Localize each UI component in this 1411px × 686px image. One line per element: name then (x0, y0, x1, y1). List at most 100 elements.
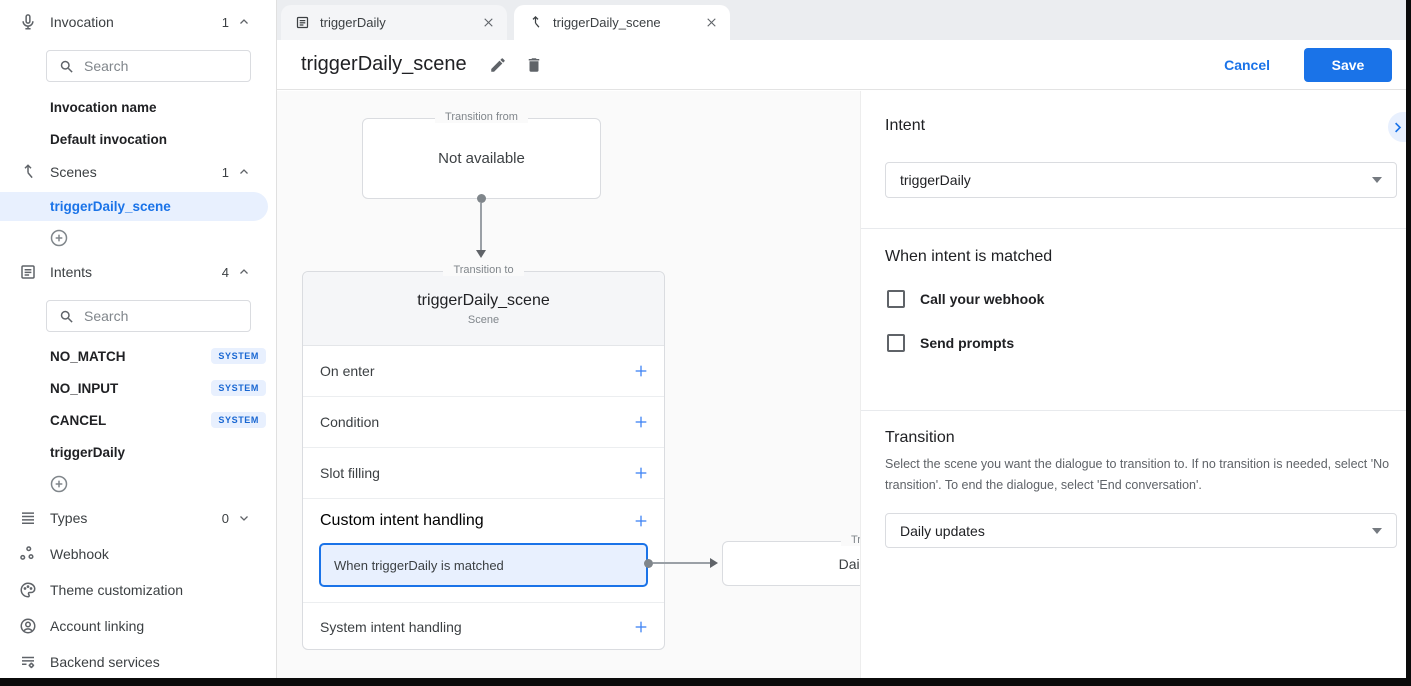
chevron-down-icon[interactable] (238, 512, 250, 524)
scene-row-on-enter[interactable]: On enter (303, 346, 664, 397)
sidebar-section-intents[interactable]: Intents 4 (0, 258, 276, 286)
item-label: CANCEL (50, 412, 107, 428)
checkbox-unchecked[interactable] (887, 290, 905, 308)
intent-handler-selected[interactable]: When triggerDaily is matched (319, 543, 648, 587)
add-scene-button[interactable] (49, 228, 69, 248)
section-count: 0 (221, 510, 229, 526)
item-label: Webhook (50, 546, 109, 562)
sidebar-item-webhook[interactable]: Webhook (0, 540, 276, 568)
transition-from-node[interactable]: Transition from Not available (362, 111, 601, 199)
item-label: triggerDaily (50, 444, 126, 460)
types-icon (19, 509, 37, 527)
add-intent-button[interactable] (49, 474, 69, 494)
sidebar-item-account-linking[interactable]: Account linking (0, 612, 276, 640)
scene-node-title: triggerDaily_scene (417, 291, 550, 309)
send-prompts-checkbox-row[interactable]: Send prompts (887, 328, 1014, 358)
sidebar-item-cancel-intent[interactable]: CANCEL SYSTEM (50, 408, 266, 432)
scene-node[interactable]: Transition to triggerDaily_scene Scene O… (302, 264, 665, 651)
tab-label: triggerDaily_scene (553, 15, 661, 30)
add-icon[interactable] (633, 619, 649, 635)
sidebar-item-no-match[interactable]: NO_MATCH SYSTEM (50, 344, 266, 368)
custom-intent-row[interactable]: Custom intent handling (303, 499, 664, 543)
scene-row-slot-filling[interactable]: Slot filling (303, 448, 664, 499)
editor-content: Transition from Not available Transition… (277, 91, 1406, 678)
node-legend: Transition from (363, 111, 600, 123)
invocation-search-input[interactable] (84, 58, 214, 74)
sidebar-item-default-invocation[interactable]: Default invocation (50, 127, 266, 151)
sidebar-item-theme-customization[interactable]: Theme customization (0, 576, 276, 604)
tab-triggerdaily-scene[interactable]: triggerDaily_scene (514, 5, 730, 40)
intents-search[interactable] (46, 300, 251, 332)
sidebar: Invocation 1 Invocation name Default inv… (0, 0, 277, 678)
editor-header: triggerDaily_scene Cancel Save (277, 40, 1406, 90)
transition-select[interactable]: Daily updates (885, 513, 1397, 548)
backend-services-icon (19, 653, 37, 671)
item-label: NO_MATCH (50, 348, 126, 364)
call-webhook-checkbox-row[interactable]: Call your webhook (887, 284, 1044, 314)
save-button[interactable]: Save (1304, 47, 1392, 82)
sidebar-section-invocation[interactable]: Invocation 1 (0, 8, 276, 36)
close-icon[interactable] (705, 16, 718, 29)
row-label: Slot filling (320, 465, 380, 481)
microphone-icon (19, 13, 37, 31)
section-label: Intents (50, 264, 93, 280)
chevron-up-icon[interactable] (238, 16, 250, 28)
collapse-panel-button[interactable] (1388, 112, 1406, 142)
palette-icon (19, 581, 37, 599)
tab-bar: triggerDaily triggerDaily_scene (277, 0, 1406, 40)
node-legend: Transition to (723, 534, 860, 546)
arrow-down-icon (476, 250, 486, 258)
add-icon[interactable] (633, 465, 649, 481)
section-label: Scenes (50, 164, 97, 180)
item-label: NO_INPUT (50, 380, 119, 396)
add-icon[interactable] (633, 414, 649, 430)
system-badge: SYSTEM (211, 380, 266, 396)
window-edge (1406, 0, 1411, 686)
edit-pencil-icon[interactable] (489, 56, 507, 74)
close-icon[interactable] (482, 16, 495, 29)
system-badge: SYSTEM (211, 412, 266, 428)
transition-description: Select the scene you want the dialogue t… (885, 457, 1390, 492)
transition-section-heading: Transition (885, 429, 955, 446)
scene-row-condition[interactable]: Condition (303, 397, 664, 448)
section-count: 1 (221, 164, 229, 180)
item-label: triggerDaily_scene (50, 199, 171, 214)
intents-search-input[interactable] (84, 308, 214, 324)
page-title: triggerDaily_scene (301, 53, 467, 75)
scene-row-custom-intent-handling: Custom intent handling When triggerDaily… (303, 499, 664, 603)
invocation-search[interactable] (46, 50, 251, 82)
transition-target-node[interactable]: Transition to Daily updates (722, 534, 860, 586)
item-label: Default invocation (50, 131, 168, 147)
sidebar-item-backend-services[interactable]: Backend services (0, 648, 276, 676)
chevron-up-icon[interactable] (238, 266, 250, 278)
system-badge: SYSTEM (211, 348, 266, 364)
scene-node-header: triggerDaily_scene Scene (303, 272, 664, 346)
search-icon (59, 309, 74, 324)
dropdown-caret-icon (1372, 177, 1382, 183)
tab-triggerdaily[interactable]: triggerDaily (281, 5, 507, 40)
sidebar-item-no-input[interactable]: NO_INPUT SYSTEM (50, 376, 266, 400)
checkbox-label: Send prompts (920, 335, 1015, 351)
webhook-icon (19, 545, 37, 563)
sidebar-item-invocation-name[interactable]: Invocation name (50, 95, 266, 119)
section-count: 4 (221, 264, 229, 280)
item-label: Invocation name (50, 99, 157, 115)
chevron-up-icon[interactable] (238, 166, 250, 178)
delete-trash-icon[interactable] (525, 56, 543, 74)
arrow-right-icon (710, 558, 718, 568)
sidebar-item-triggerdaily-scene-selected[interactable]: triggerDaily_scene (0, 192, 268, 221)
row-label: Condition (320, 414, 380, 430)
scene-row-system-intent-handling[interactable]: System intent handling (303, 603, 664, 651)
scene-tab-icon (528, 15, 543, 30)
sidebar-section-types[interactable]: Types 0 (0, 504, 276, 532)
checkbox-unchecked[interactable] (887, 334, 905, 352)
intent-select[interactable]: triggerDaily (885, 162, 1397, 198)
sidebar-item-triggerdaily-intent[interactable]: triggerDaily (50, 440, 266, 464)
add-icon[interactable] (633, 513, 649, 529)
sidebar-section-scenes[interactable]: Scenes 1 (0, 158, 276, 186)
cancel-button[interactable]: Cancel (1224, 56, 1270, 73)
scene-diagram-canvas[interactable]: Transition from Not available Transition… (277, 91, 860, 678)
item-label: Theme customization (50, 582, 184, 598)
handler-label: When triggerDaily is matched (334, 557, 504, 573)
add-icon[interactable] (633, 363, 649, 379)
